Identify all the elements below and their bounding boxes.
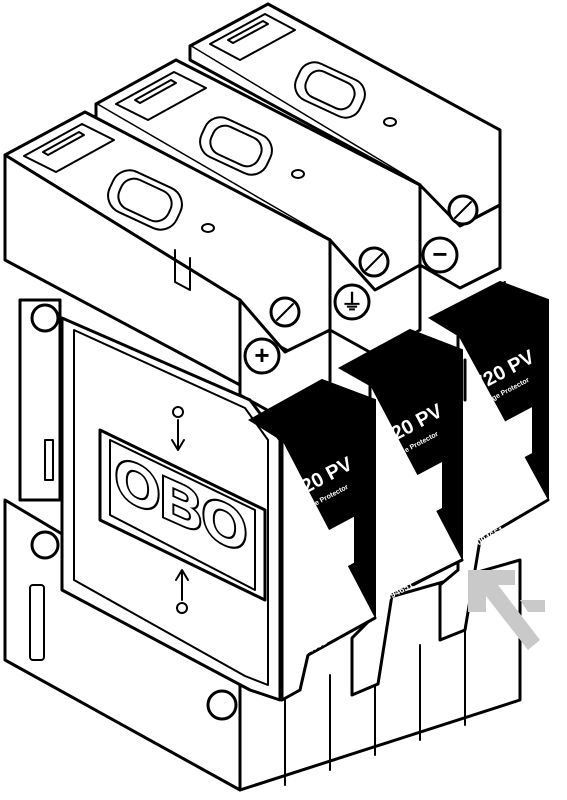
polarity-screw-plus: +: [243, 337, 281, 375]
double-arrow-icon: [171, 406, 189, 614]
polarity-screw-minus: −: [421, 236, 459, 274]
polarity-minus-label: −: [432, 239, 447, 269]
watermark-logo-icon: [468, 570, 545, 650]
terminal-block-3: [188, 2, 502, 290]
module-1: V20 PV Surge Protector 5094651: [248, 378, 377, 702]
terminal-block-2: [94, 58, 422, 357]
polarity-screw-ground: ⏚: [333, 283, 371, 321]
polarity-ground-label: ⏚: [341, 291, 363, 316]
front-panel: OBO: [60, 316, 282, 702]
polarity-plus-label: +: [254, 340, 269, 370]
